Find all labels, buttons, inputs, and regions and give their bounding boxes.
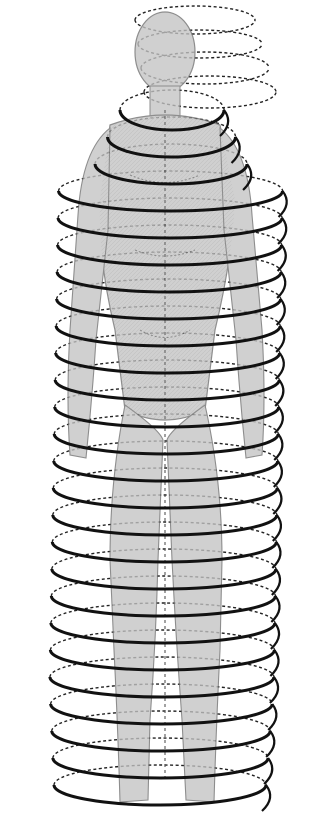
coil-back-23 bbox=[52, 711, 270, 731]
coil-front-13 bbox=[54, 461, 278, 481]
figure-left-leg bbox=[110, 405, 163, 802]
coil-front-22 bbox=[51, 704, 273, 724]
coil-front-24 bbox=[53, 758, 268, 778]
figure-head bbox=[135, 12, 195, 92]
coil-back-22 bbox=[51, 684, 273, 704]
figure-right-leg bbox=[167, 405, 222, 802]
coil-front-18 bbox=[51, 596, 275, 616]
coil-back-19 bbox=[51, 603, 275, 623]
coil-front-20 bbox=[50, 650, 274, 670]
coil-front-19 bbox=[51, 623, 275, 643]
coil-back-17 bbox=[52, 549, 276, 569]
coil-front-25 bbox=[54, 785, 266, 805]
coil-front-17 bbox=[52, 569, 276, 589]
coil-front-21 bbox=[50, 677, 274, 697]
coil-front-23 bbox=[52, 731, 270, 751]
coil-back-20 bbox=[50, 630, 274, 650]
coil-back-24 bbox=[53, 738, 268, 758]
coil-back-25 bbox=[54, 765, 266, 785]
coil-back-18 bbox=[51, 576, 275, 596]
coil-back-21 bbox=[50, 657, 274, 677]
